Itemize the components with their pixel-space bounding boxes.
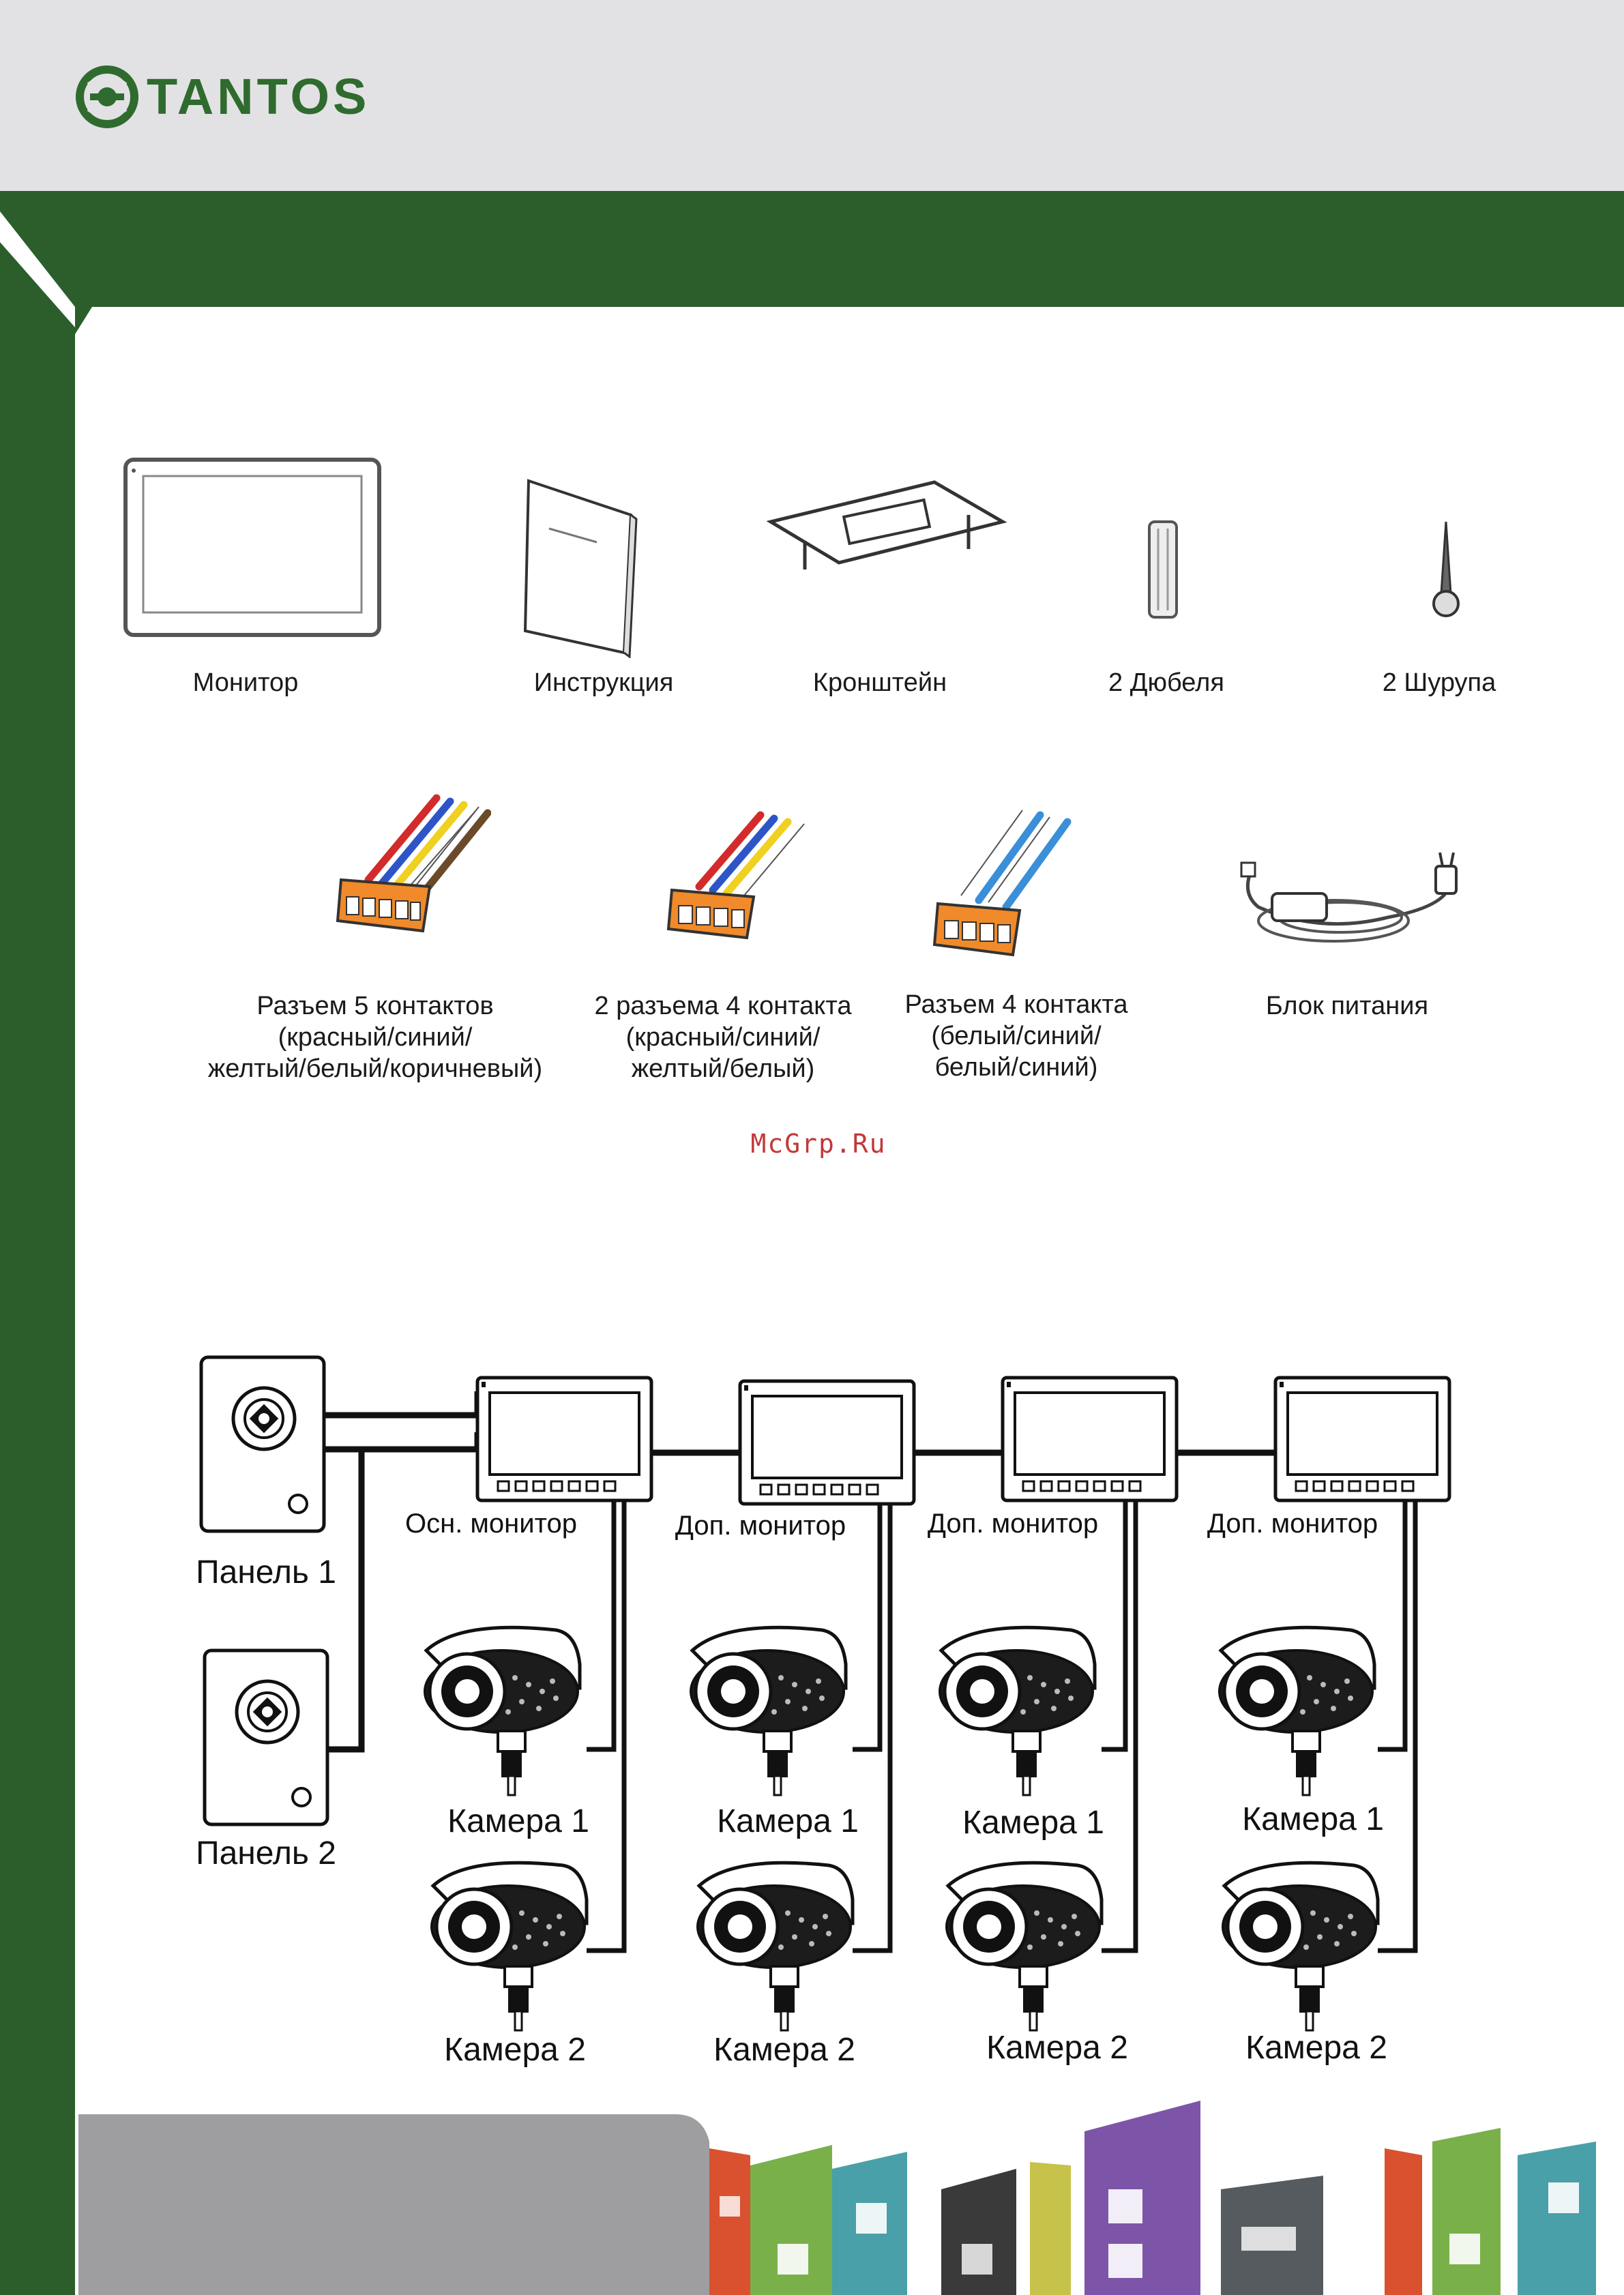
door-panel-1 — [201, 1357, 324, 1531]
connector-5-line-2: (красный/синий/ — [278, 1023, 473, 1052]
camera-2-main-label: Камера 2 — [444, 2032, 586, 2068]
connector-5-line-1: Разъем 5 контактов — [256, 992, 494, 1020]
camera-1-extra-2 — [940, 1627, 1095, 1795]
power-supply-icon — [1240, 853, 1458, 943]
camera-1-extra-3 — [1220, 1627, 1374, 1795]
item-label-manual: Инструкция — [533, 668, 674, 697]
screw-icon — [1432, 521, 1460, 617]
connector-4-line-2: (красный/синий/ — [625, 1023, 821, 1052]
connector-4-icon — [666, 811, 806, 940]
page-frame — [0, 191, 1624, 2295]
connector-4-white-label: Разъем 4 контакта (белый/синий/ белый/си… — [880, 989, 1153, 1083]
connector-4-line-1: 2 разъема 4 контакта — [594, 992, 852, 1020]
watermark: McGrp.Ru — [750, 1129, 887, 1159]
camera-1-main — [425, 1627, 580, 1795]
monitor-extra-1 — [740, 1381, 914, 1504]
manual-icon — [523, 479, 638, 658]
panel-1-label: Панель 1 — [196, 1554, 336, 1590]
camera-2-main — [432, 1863, 587, 2030]
connector-4-line-3: желтый/белый) — [631, 1054, 815, 1083]
monitor-extra-2 — [1003, 1378, 1177, 1500]
brand-logo: TANTOS — [75, 65, 402, 130]
connector-5-icon — [336, 794, 491, 933]
camera-2-extra-3-label: Камера 2 — [1245, 2030, 1387, 2066]
camera-2-extra-1 — [698, 1863, 853, 2030]
item-label-screws: 2 Шурупа — [1382, 668, 1496, 697]
connector-4-white-icon — [932, 808, 1072, 957]
power-supply-label: Блок питания — [1265, 992, 1429, 1020]
monitor-main — [477, 1378, 651, 1500]
camera-1-extra-1-label: Камера 1 — [717, 1803, 859, 1839]
connector-4-white-line-2: (белый/синий/ — [931, 1022, 1102, 1050]
panel-2-label: Панель 2 — [196, 1835, 336, 1871]
camera-1-extra-1 — [691, 1627, 846, 1795]
connection-diagram — [157, 1350, 1494, 2101]
bracket-icon — [766, 480, 1007, 569]
tantos-logo-icon — [76, 65, 138, 128]
decorative-buildings — [0, 2101, 1596, 2295]
monitor-icon — [123, 458, 381, 637]
header-bar — [0, 0, 1624, 191]
camera-1-extra-3-label: Камера 1 — [1242, 1801, 1384, 1837]
monitor-main-label: Осн. монитор — [405, 1509, 577, 1539]
camera-1-main-label: Камера 1 — [447, 1803, 589, 1839]
item-label-monitor: Монитор — [192, 668, 299, 697]
connector-5-line-3: желтый/белый/коричневый) — [207, 1054, 543, 1083]
camera-2-extra-2 — [947, 1863, 1102, 2030]
monitor-extra-2-label: Доп. монитор — [927, 1509, 1099, 1539]
monitor-extra-3-label: Доп. монитор — [1207, 1509, 1378, 1539]
camera-2-extra-1-label: Камера 2 — [713, 2032, 855, 2068]
camera-2-extra-3 — [1223, 1863, 1378, 2030]
dowel-icon — [1148, 520, 1178, 619]
item-label-bracket: Кронштейн — [812, 668, 947, 697]
connector-4-white-line-1: Разъем 4 контакта — [904, 990, 1128, 1019]
monitor-extra-3 — [1275, 1378, 1449, 1500]
item-label-dowels: 2 Дюбеля — [1108, 668, 1224, 697]
door-panel-2 — [205, 1650, 327, 1824]
connector-5-label: Разъем 5 контактов (красный/синий/ желты… — [184, 990, 566, 1084]
monitor-extra-1-label: Доп. монитор — [675, 1511, 846, 1541]
connector-4-label: 2 разъема 4 контакта (красный/синий/ жел… — [559, 990, 887, 1084]
camera-1-extra-2-label: Камера 1 — [962, 1805, 1104, 1841]
camera-2-extra-2-label: Камера 2 — [986, 2030, 1128, 2066]
connector-4-white-line-3: белый/синий) — [934, 1053, 1098, 1082]
brand-name: TANTOS — [147, 68, 370, 125]
